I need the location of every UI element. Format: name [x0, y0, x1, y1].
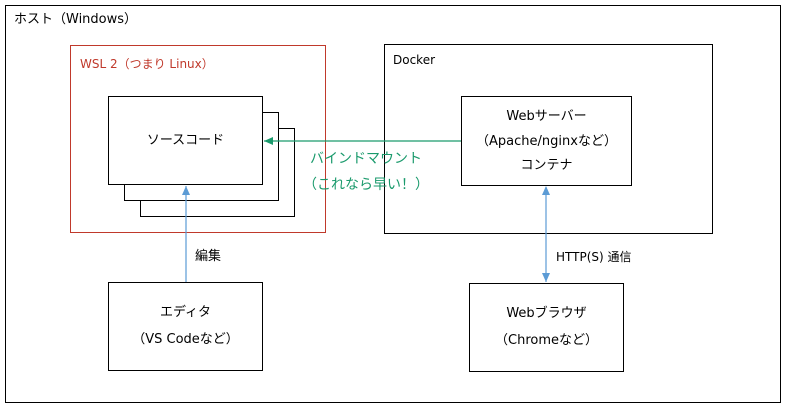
edit-label: 編集 — [195, 249, 222, 264]
webserver-line2: （Apache/nginxなど） — [476, 134, 617, 149]
bind-mount-note: （これなら早い！） — [303, 177, 429, 193]
source-code-label: ソースコード — [146, 133, 225, 148]
host-title: ホスト（Windows） — [14, 12, 138, 27]
source-code-box: ソースコード — [108, 96, 263, 185]
editor-line2: （VS Codeなど） — [132, 332, 239, 347]
host-frame — [5, 5, 781, 403]
wsl-title: WSL 2（つまり Linux） — [80, 57, 214, 71]
wsl-frame — [70, 45, 326, 233]
webserver-container-box: Webサーバー （Apache/nginxなど） コンテナ — [461, 96, 632, 186]
bind-mount-label: バインドマウント — [310, 151, 422, 167]
browser-line2: （Chromeなど） — [495, 333, 598, 348]
browser-line1: Webブラウザ — [506, 306, 587, 321]
webserver-line3: コンテナ — [520, 158, 573, 173]
editor-line1: エディタ — [159, 305, 212, 320]
docker-title: Docker — [393, 53, 436, 67]
webserver-line1: Webサーバー — [506, 109, 587, 124]
editor-box: エディタ （VS Codeなど） — [108, 282, 263, 371]
browser-box: Webブラウザ （Chromeなど） — [469, 283, 624, 372]
http-label: HTTP(S) 通信 — [556, 250, 632, 264]
